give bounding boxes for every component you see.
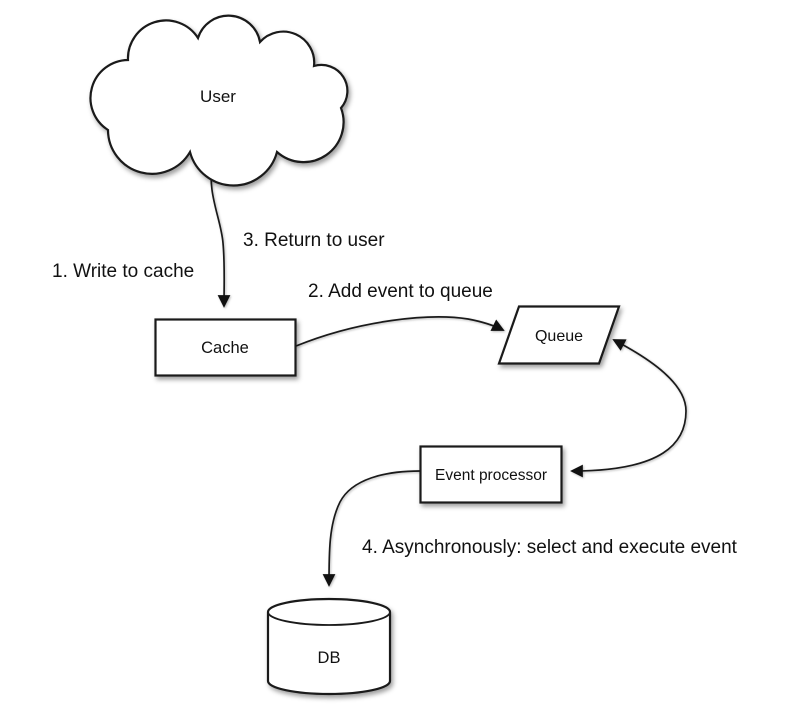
annotation-step-3: 3. Return to user (243, 230, 385, 251)
event-processor-node-label: Event processor (435, 467, 547, 484)
user-node-label: User (200, 87, 236, 106)
cache-node-label: Cache (201, 339, 249, 357)
edge-user-to-cache (210, 159, 231, 308)
cache-node-shape (154, 318, 297, 377)
annotation-step-1: 1. Write to cache (52, 261, 194, 282)
edge-cache-to-queue (295, 316, 505, 347)
node-labels: User Cache Queue Event processor DB (200, 87, 583, 667)
user-cloud-shape (89, 14, 349, 187)
annotation-step-4: 4. Asynchronously: select and execute ev… (362, 537, 738, 558)
event-processor-node-shape (419, 445, 563, 504)
diagram-edges (210, 159, 687, 587)
edge-event-processor-to-db (322, 470, 421, 587)
step-annotations: 1. Write to cache 2. Add event to queue … (52, 230, 738, 558)
db-node-label: DB (318, 649, 341, 667)
diagram-nodes (89, 14, 621, 696)
db-cylinder-body (266, 597, 392, 696)
queue-node-shape (497, 305, 621, 365)
queue-node-label: Queue (535, 328, 583, 345)
annotation-step-2: 2. Add event to queue (308, 281, 493, 302)
db-cylinder-top-rim (267, 611, 391, 626)
db-cylinder-shape (266, 597, 392, 696)
edge-queue-event-processor (570, 339, 687, 478)
